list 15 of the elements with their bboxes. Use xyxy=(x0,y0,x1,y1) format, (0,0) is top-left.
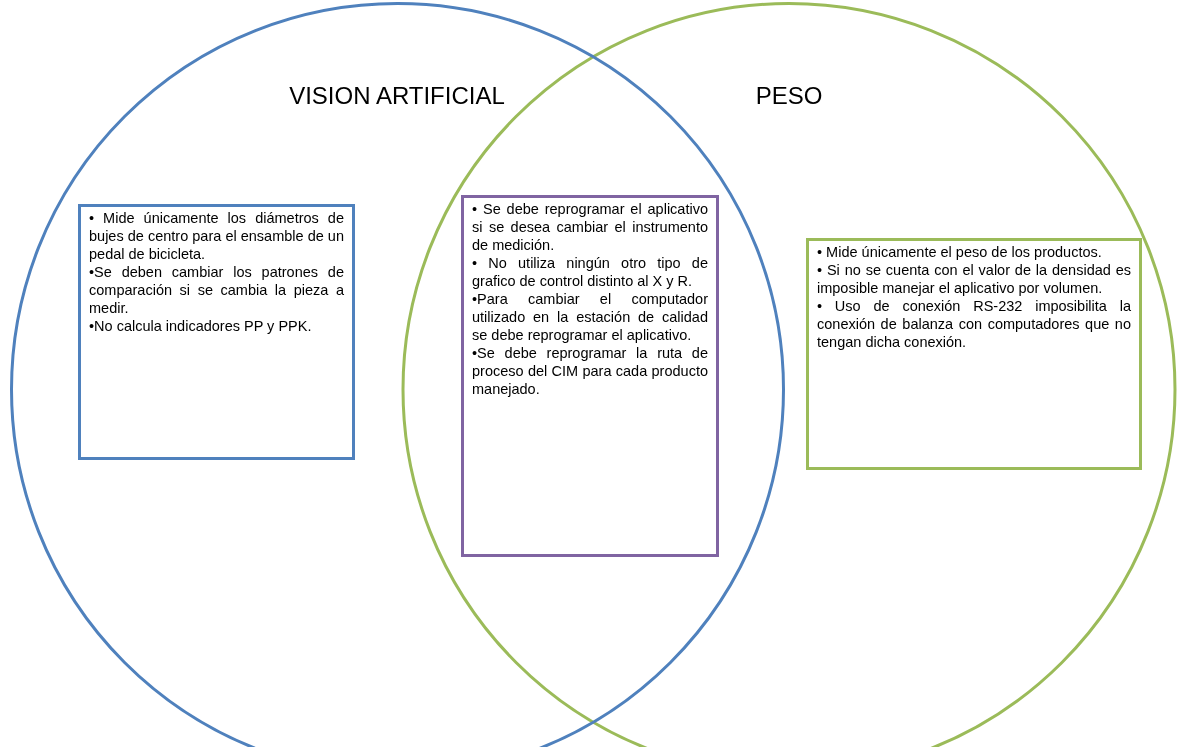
bullet-text: •No calcula indicadores PP y PPK. xyxy=(89,317,313,335)
bullet-text: • No utiliza ningún otro tipo de grafico de control distinto al X y R. xyxy=(472,254,708,290)
circle-title: PESO xyxy=(755,82,823,110)
bullet-text: • Mide únicamente los diámetros de bujes de centro para el ensamble de un pedal de bicicleta. xyxy=(89,209,344,263)
circle-title: VISION ARTIFICIAL xyxy=(289,82,505,110)
bullet-text: •Se debe reprogramar la ruta de proceso del CIM para cada producto manejado. xyxy=(472,344,708,398)
bullet-text: • Mide únicamente el peso de los productos. xyxy=(817,243,1103,261)
bullet-text: • Se debe reprogramar el aplicativo si se desea cambiar el instrumento de medición. xyxy=(472,200,708,254)
bullet-text: • Si no se cuenta con el valor de la densidad es imposible manejar el aplicativo por volumen. xyxy=(817,261,1131,297)
text-box xyxy=(806,238,1142,470)
text-box xyxy=(461,195,719,557)
text-box xyxy=(78,204,355,460)
bullet-text: • Uso de conexión RS-232 imposibilita la conexión de balanza con computadores que no tengan dicha conexión. xyxy=(817,297,1131,351)
bullet-text: •Se deben cambiar los patrones de comparación si se cambia la pieza a medir. xyxy=(89,263,344,317)
bullet-text: •Para cambiar el computador utilizado en la estación de calidad se debe reprogramar el aplicativo. xyxy=(472,290,708,344)
